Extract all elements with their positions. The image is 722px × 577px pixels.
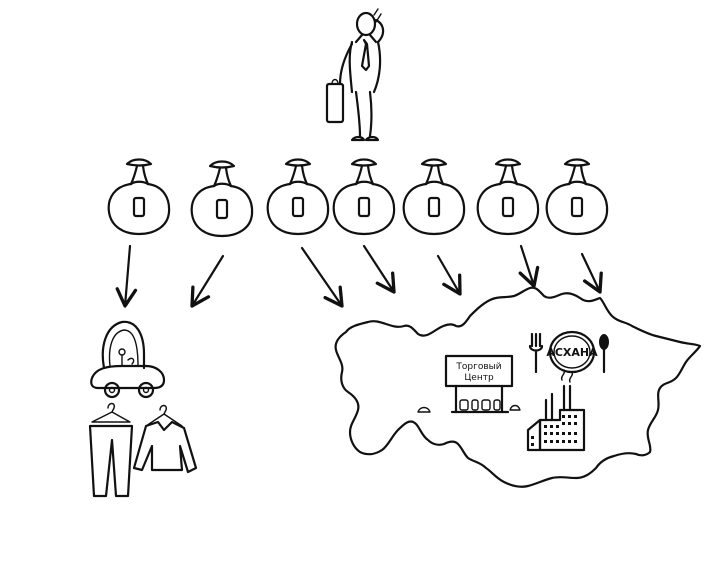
businessman-icon [325, 8, 385, 142]
mall-label-line1: Торговый [455, 362, 501, 372]
car-icon [90, 320, 166, 399]
mall-label-line2: Центр [464, 373, 494, 383]
arrow [190, 254, 225, 308]
arrow [115, 244, 138, 308]
money-bag-icon [476, 158, 540, 236]
money-bag-icon [545, 158, 609, 236]
arrow [300, 246, 344, 308]
money-bag-icon [190, 160, 254, 238]
money-bags-row [107, 158, 609, 238]
arrow [518, 244, 540, 288]
canteen-sign-icon: АСХАНА [528, 330, 609, 374]
money-bag-icon [332, 158, 396, 236]
fork-icon [528, 332, 544, 374]
money-bag-icon [107, 158, 171, 236]
flow-arrows [115, 244, 603, 308]
kazakhstan-map-icon [334, 286, 702, 488]
spoon-icon [599, 334, 609, 374]
money-bag-icon [402, 158, 466, 236]
canteen-label: АСХАНА [546, 346, 598, 359]
shopping-mall-icon: Торговый Центр [417, 354, 521, 414]
clothes-icon [88, 402, 198, 498]
factory-icon [526, 369, 586, 452]
arrow [580, 252, 603, 294]
money-bag-icon [266, 158, 330, 236]
arrow [436, 254, 462, 296]
arrow [362, 244, 396, 294]
